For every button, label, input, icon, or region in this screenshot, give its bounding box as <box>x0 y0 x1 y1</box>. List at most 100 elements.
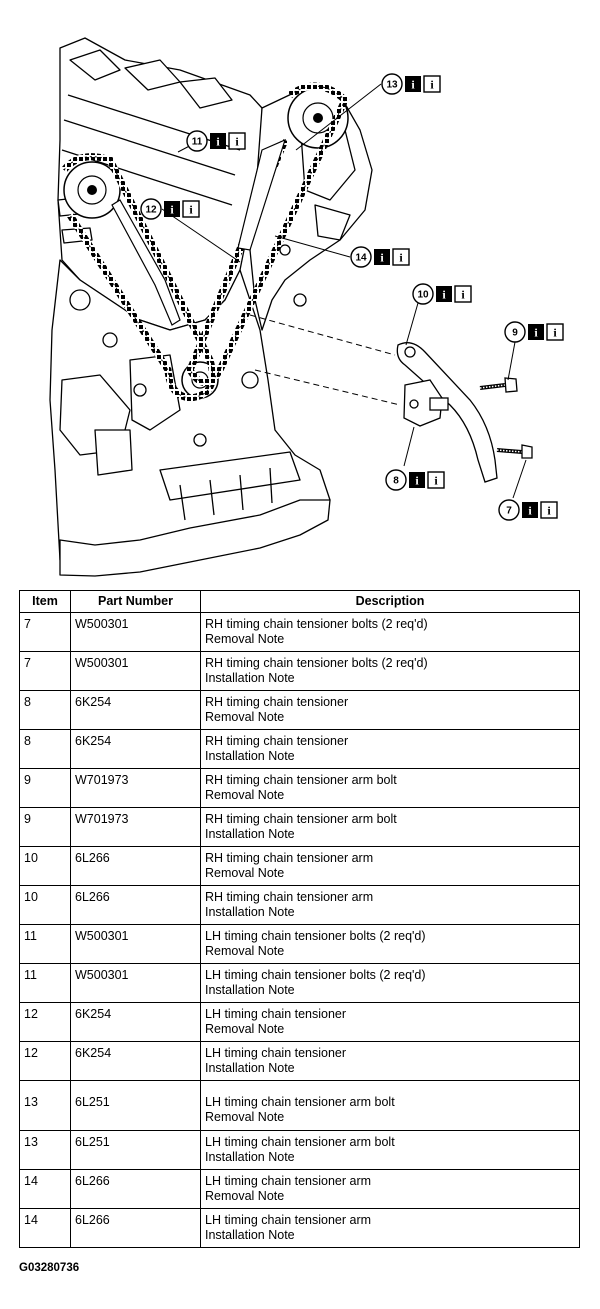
info-filled-icon[interactable]: i <box>436 286 452 302</box>
removal-note-link[interactable]: Removal Note <box>205 944 285 958</box>
description-text: LH timing chain tensioner arm <box>205 1213 372 1227</box>
description-text: RH timing chain tensioner arm <box>205 890 374 904</box>
svg-text:i: i <box>528 504 532 518</box>
item-cell: 12 <box>19 1002 71 1042</box>
removal-note-link[interactable]: Removal Note <box>205 1022 285 1036</box>
part-number-cell: W701973 <box>70 768 201 808</box>
part-number-cell: W500301 <box>70 963 201 1003</box>
info-filled-icon[interactable]: i <box>528 324 544 340</box>
part-number-cell: 6L251 <box>70 1130 201 1170</box>
description-text: LH timing chain tensioner <box>205 1007 347 1021</box>
info-filled-icon[interactable]: i <box>522 502 538 518</box>
info-filled-icon[interactable]: i <box>164 201 180 217</box>
item-cell: 13 <box>19 1130 71 1170</box>
info-outline-icon[interactable]: i <box>182 200 200 218</box>
info-outline-icon[interactable]: i <box>392 248 410 266</box>
installation-note-link[interactable]: Installation Note <box>205 749 295 763</box>
svg-text:i: i <box>189 203 193 217</box>
svg-text:i: i <box>411 78 415 92</box>
description-text: RH timing chain tensioner bolts (2 req'd… <box>205 617 428 631</box>
info-outline-icon[interactable]: i <box>427 471 445 489</box>
installation-note-link[interactable]: Installation Note <box>205 983 295 997</box>
rh-tensioner-arm-part <box>396 342 498 483</box>
info-filled-icon[interactable]: i <box>374 249 390 265</box>
callout-number: 9 <box>512 328 518 339</box>
svg-text:i: i <box>442 288 446 302</box>
description-text: RH timing chain tensioner <box>205 734 349 748</box>
callout-number: 10 <box>417 290 429 301</box>
description-text: RH timing chain tensioner <box>205 695 349 709</box>
callout-leader-lines <box>161 83 527 499</box>
installation-note-link[interactable]: Installation Note <box>205 827 295 841</box>
info-outline-icon[interactable]: i <box>546 323 564 341</box>
info-outline-icon[interactable]: i <box>423 75 441 93</box>
description-text: RH timing chain tensioner arm <box>205 851 374 865</box>
part-number-cell: W500301 <box>70 651 201 691</box>
header-item: Item <box>19 590 71 613</box>
installation-note-link[interactable]: Installation Note <box>205 1150 295 1164</box>
description-text: LH timing chain tensioner arm bolt <box>205 1135 395 1149</box>
installation-note-link[interactable]: Installation Note <box>205 905 295 919</box>
svg-text:i: i <box>399 251 403 265</box>
table-header-row: Item Part Number Description <box>19 590 580 613</box>
description-text: RH timing chain tensioner arm bolt <box>205 812 397 826</box>
part-number-cell: 6L266 <box>70 1169 201 1209</box>
description-cell: LH timing chain tensioner bolts (2 req'd… <box>200 963 580 1003</box>
rh-tensioner-arm-bolt-part <box>479 377 518 393</box>
info-outline-icon[interactable]: i <box>540 501 558 519</box>
item-cell: 10 <box>19 885 71 925</box>
info-filled-icon[interactable]: i <box>405 76 421 92</box>
engine-timing-chain-diagram: 13 i i 11 i i 12 i i <box>49 37 564 577</box>
description-cell: RH timing chain tensioner bolts (2 req'd… <box>200 651 580 691</box>
installation-note-link[interactable]: Installation Note <box>205 1228 295 1242</box>
callout-13: 13 i i <box>381 73 441 95</box>
removal-note-link[interactable]: Removal Note <box>205 788 285 802</box>
callout-number: 11 <box>192 137 203 148</box>
removal-note-link[interactable]: Removal Note <box>205 632 285 646</box>
part-number-cell: 6L251 <box>70 1080 201 1131</box>
figure-id: G03280736 <box>19 1262 80 1274</box>
item-cell: 14 <box>19 1169 71 1209</box>
rh-timing-chain <box>186 82 350 386</box>
part-number-cell: 6L266 <box>70 846 201 886</box>
engine-block-illustration <box>49 37 373 577</box>
svg-text:i: i <box>430 78 434 92</box>
description-text: LH timing chain tensioner arm bolt <box>205 1095 395 1109</box>
callout-number: 12 <box>145 205 157 216</box>
info-filled-icon[interactable]: i <box>210 133 226 149</box>
removal-note-link[interactable]: Removal Note <box>205 1110 285 1124</box>
callout-12: 12 i i <box>140 198 200 220</box>
description-text: LH timing chain tensioner bolts (2 req'd… <box>205 968 426 982</box>
info-outline-icon[interactable]: i <box>454 285 472 303</box>
info-filled-icon[interactable]: i <box>409 472 425 488</box>
removal-note-link[interactable]: Removal Note <box>205 1189 285 1203</box>
info-outline-icon[interactable]: i <box>228 132 246 150</box>
installation-note-link[interactable]: Installation Note <box>205 1061 295 1075</box>
description-cell: RH timing chain tensioner bolts (2 req'd… <box>200 612 580 652</box>
removal-note-link[interactable]: Removal Note <box>205 710 285 724</box>
removal-note-link[interactable]: Removal Note <box>205 866 285 880</box>
timing-chain-assembly <box>61 82 350 402</box>
item-cell: 14 <box>19 1208 71 1248</box>
installation-note-link[interactable]: Installation Note <box>205 671 295 685</box>
svg-text:i: i <box>216 135 220 149</box>
item-cell: 13 <box>19 1080 71 1131</box>
callout-9: 9 i i <box>504 321 564 343</box>
